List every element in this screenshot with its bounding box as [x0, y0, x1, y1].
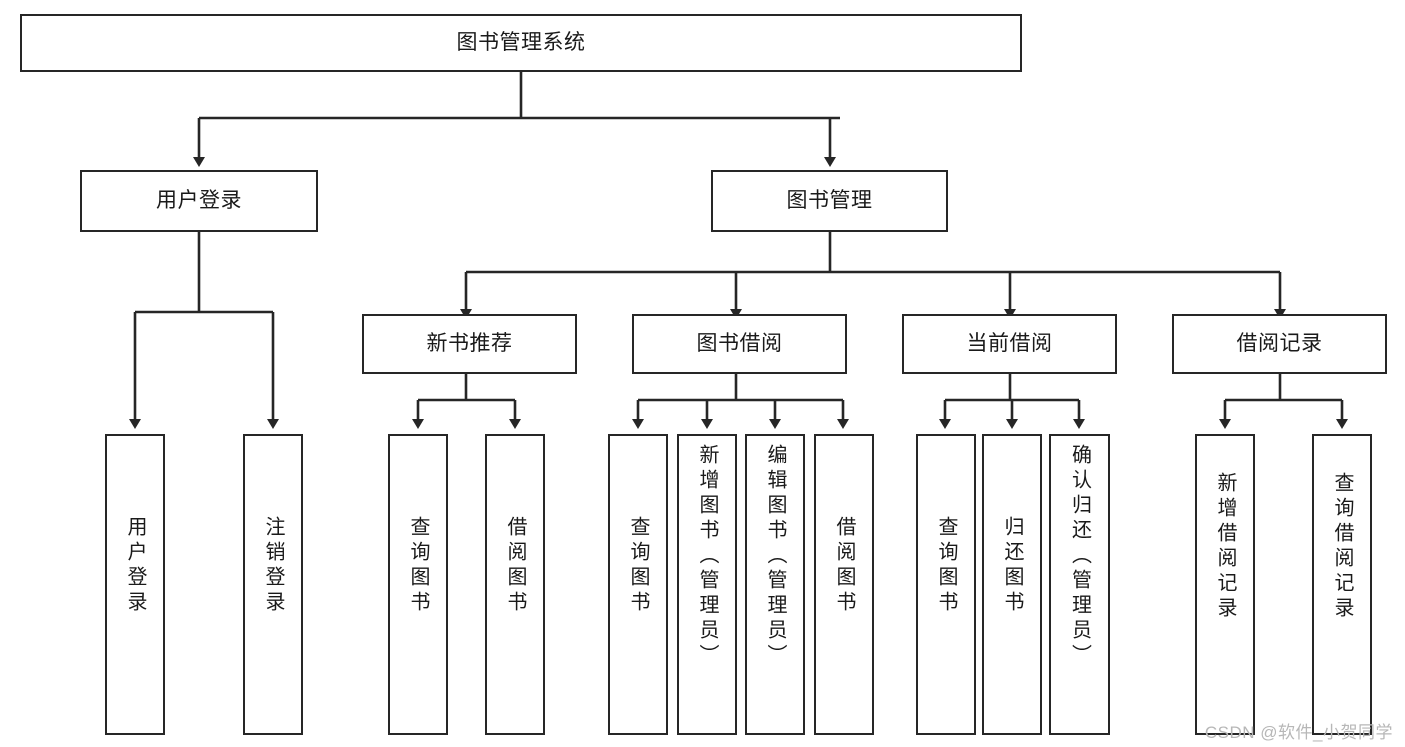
node-label: 图书管理 — [786, 188, 873, 212]
node-new-book-recommend[interactable]: 新书推荐 — [362, 314, 577, 374]
node-label: 借阅图书 — [504, 516, 526, 616]
leaf-confirm-return-admin[interactable]: 确认归还（管理员） — [1049, 434, 1110, 735]
node-user-login[interactable]: 用户登录 — [80, 170, 318, 232]
node-label: 查询图书 — [407, 516, 429, 616]
leaf-add-borrow-record[interactable]: 新增借阅记录 — [1195, 434, 1255, 735]
leaf-query-borrow-record[interactable]: 查询借阅记录 — [1312, 434, 1372, 735]
node-borrow-record[interactable]: 借阅记录 — [1172, 314, 1387, 374]
node-label: 借阅图书 — [833, 516, 855, 616]
leaf-add-book-admin[interactable]: 新增图书（管理员） — [677, 434, 737, 735]
leaf-edit-book-admin[interactable]: 编辑图书（管理员） — [745, 434, 805, 735]
node-label: 归还图书 — [1001, 516, 1023, 616]
node-root-system[interactable]: 图书管理系统 — [20, 14, 1022, 72]
node-label: 查询图书 — [627, 516, 649, 616]
node-book-borrow[interactable]: 图书借阅 — [632, 314, 847, 374]
node-label: 新增图书（管理员） — [696, 444, 718, 669]
leaf-query-book-current[interactable]: 查询图书 — [916, 434, 976, 735]
leaf-borrow-book-new[interactable]: 借阅图书 — [485, 434, 545, 735]
node-label: 用户登录 — [124, 516, 146, 616]
node-label: 编辑图书（管理员） — [764, 444, 786, 669]
node-label: 借阅记录 — [1236, 331, 1323, 355]
node-label: 新增借阅记录 — [1214, 472, 1236, 622]
leaf-borrow-book[interactable]: 借阅图书 — [814, 434, 874, 735]
leaf-user-login[interactable]: 用户登录 — [105, 434, 165, 735]
node-label: 用户登录 — [156, 188, 242, 212]
leaf-query-book-borrow[interactable]: 查询图书 — [608, 434, 668, 735]
node-label: 注销登录 — [262, 516, 284, 616]
node-label: 图书管理系统 — [456, 30, 586, 54]
node-label: 查询图书 — [935, 516, 957, 616]
node-label: 图书借阅 — [696, 331, 783, 355]
node-current-borrow[interactable]: 当前借阅 — [902, 314, 1117, 374]
leaf-return-book[interactable]: 归还图书 — [982, 434, 1042, 735]
watermark-text: CSDN @软件_小贺同学 — [1204, 723, 1393, 742]
node-book-management[interactable]: 图书管理 — [711, 170, 948, 232]
node-label: 查询借阅记录 — [1331, 472, 1353, 622]
leaf-query-book-new[interactable]: 查询图书 — [388, 434, 448, 735]
node-label: 新书推荐 — [426, 331, 513, 355]
node-label: 当前借阅 — [966, 331, 1053, 355]
node-label: 确认归还（管理员） — [1068, 444, 1091, 669]
leaf-logout-login[interactable]: 注销登录 — [243, 434, 303, 735]
